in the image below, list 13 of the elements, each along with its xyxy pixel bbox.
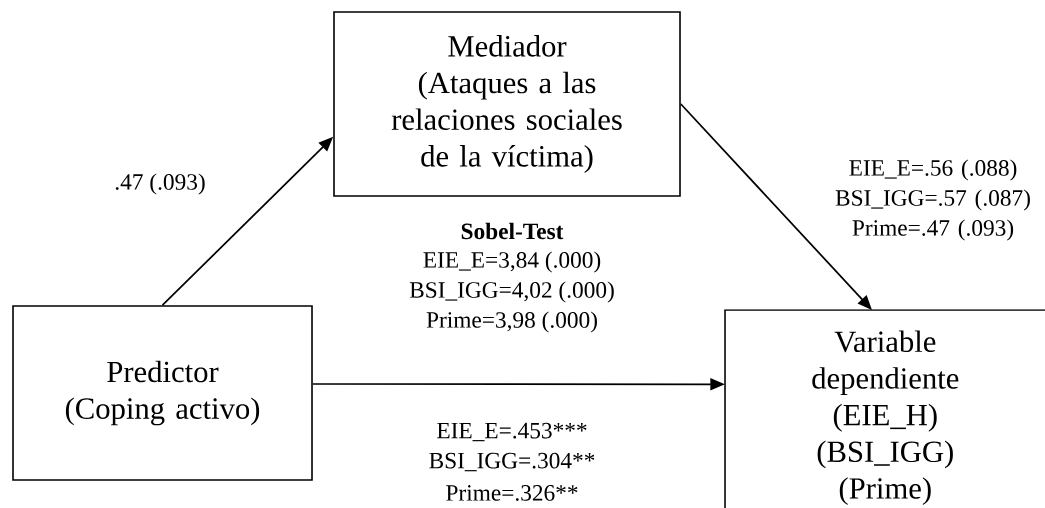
- label-text: BSI_IGG=.304**: [429, 452, 595, 472]
- variable-box: Variable dependiente (EIE_H) (BSI_IGG) (Prime): [724, 309, 1045, 508]
- label-text: Prime=3,98 (.000): [426, 311, 597, 333]
- label-text: EIE_E=3,84 (.000): [423, 251, 601, 273]
- edge-label: EIE_E=.56 (.088) BSI_IGG=.57 (.087) Prime=.47 (.093): [835, 159, 1030, 241]
- label-text: EIE_E=.453***: [437, 422, 587, 442]
- label-text: Prime=.326**: [446, 485, 578, 501]
- label-text: Sobel-Test: [461, 222, 564, 240]
- variable-box: Predictor (Coping activo): [12, 305, 313, 481]
- label-text: BSI_IGG=4,02 (.000): [409, 281, 614, 303]
- variable-box: Mediador (Ataques a las relaciones sociales de la víctima): [333, 11, 681, 197]
- arrow: [679, 103, 872, 310]
- edge-label: .47 (.093): [115, 173, 205, 195]
